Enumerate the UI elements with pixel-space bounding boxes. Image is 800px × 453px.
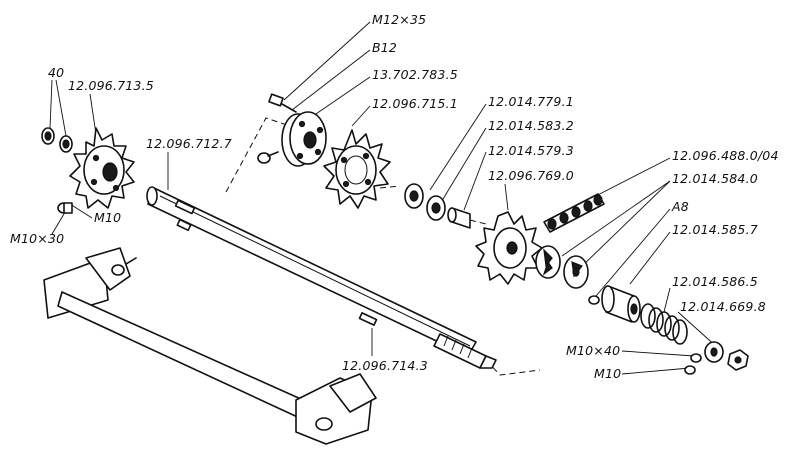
label-12-096-712-7: 12.096.712.7 bbox=[146, 136, 232, 151]
label-12-096-715-1: 12.096.715.1 bbox=[372, 96, 458, 111]
clutch-hub bbox=[601, 285, 641, 323]
bearing-12-014-779-1 bbox=[404, 183, 424, 209]
label-12-014-584-0: 12.014.584.0 bbox=[672, 171, 758, 186]
label-m10-left: M10 bbox=[94, 210, 121, 225]
label-m10x40: M10×40 bbox=[566, 343, 620, 358]
washer-a8 bbox=[588, 295, 600, 305]
frame-beam bbox=[43, 247, 377, 445]
chain bbox=[543, 193, 605, 233]
bolt-m12x35 bbox=[257, 93, 297, 164]
bolt-m10x30 bbox=[57, 202, 73, 214]
leader-lines bbox=[49, 21, 719, 375]
sprocket-hub bbox=[281, 111, 327, 167]
spring-cap bbox=[704, 341, 724, 363]
label-12-014-583-2: 12.014.583.2 bbox=[488, 118, 574, 133]
label-m12x35: M12×35 bbox=[372, 12, 426, 27]
label-12-014-585-7: 12.014.585.7 bbox=[672, 222, 758, 237]
label-12-014-669-8: 12.014.669.8 bbox=[680, 299, 766, 314]
left-sprocket bbox=[69, 127, 135, 209]
bolt-m10x40 bbox=[684, 353, 702, 375]
bearing-12-014-583-2 bbox=[426, 195, 446, 221]
label-12-096-769-0: 12.096.769.0 bbox=[488, 168, 574, 183]
coupling-halves bbox=[535, 245, 589, 289]
middle-sprocket bbox=[323, 129, 391, 209]
label-12-014-579-3: 12.014.579.3 bbox=[488, 143, 574, 158]
washers-40 bbox=[41, 127, 73, 153]
label-a8: A8 bbox=[671, 199, 689, 214]
nut-m10 bbox=[727, 349, 749, 371]
label-12-096-714-3: 12.096.714.3 bbox=[342, 358, 428, 373]
label-m10x30: M10×30 bbox=[10, 231, 64, 246]
spring bbox=[640, 303, 688, 345]
main-shaft bbox=[146, 186, 497, 369]
label-12-096-713-5: 12.096.713.5 bbox=[68, 78, 154, 93]
right-sprocket bbox=[475, 211, 543, 285]
label-12-096-488-0-04: 12.096.488.0/04 bbox=[672, 148, 779, 163]
label-m10-right: M10 bbox=[594, 366, 621, 381]
label-b12: B12 bbox=[372, 40, 397, 55]
sleeve-12-014-579-3 bbox=[447, 207, 471, 229]
label-12-014-586-5: 12.014.586.5 bbox=[672, 274, 758, 289]
label-13-702-783-5: 13.702.783.5 bbox=[372, 67, 458, 82]
label-12-014-779-1: 12.014.779.1 bbox=[488, 94, 574, 109]
label-40: 40 bbox=[48, 65, 64, 80]
